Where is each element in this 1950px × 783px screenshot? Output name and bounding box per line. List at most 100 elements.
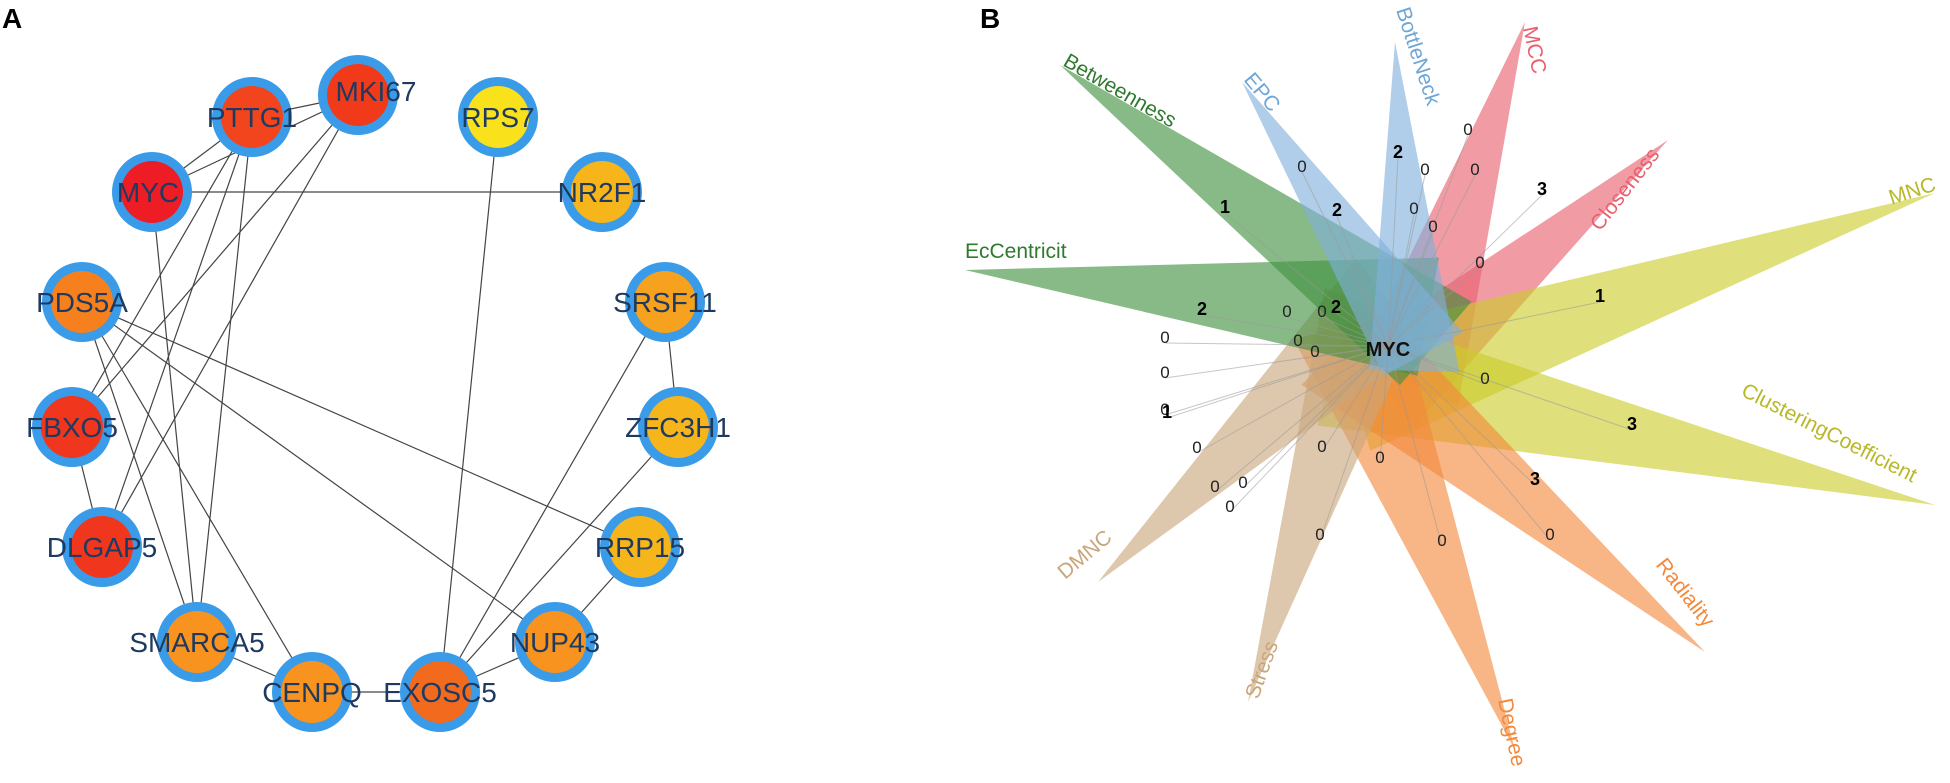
flower-number: 3 (1537, 179, 1547, 199)
flower-center-label: MYC (1366, 339, 1410, 361)
node-label: ZFC3H1 (625, 412, 731, 443)
network-node[interactable]: RPS7 (458, 77, 538, 157)
flower-number: 2 (1197, 299, 1207, 319)
node-core (609, 516, 671, 578)
network-edge (71, 94, 359, 428)
flower-number: 0 (1480, 369, 1489, 388)
network-edge (101, 94, 359, 548)
flower-number: 2 (1331, 297, 1341, 317)
flower-number: 0 (1428, 217, 1437, 236)
network-edge (196, 116, 253, 643)
flower-number: 2 (1332, 200, 1342, 220)
network-node[interactable]: MKI67 (318, 55, 416, 135)
petal-label: EPC (1239, 68, 1284, 116)
network-node[interactable]: EXOSC5 (383, 652, 497, 732)
node-label: MYC (117, 177, 179, 208)
network-node[interactable]: ZFC3H1 (625, 387, 731, 467)
network-node[interactable]: SMARCA5 (129, 602, 265, 682)
flower-number: 0 (1409, 199, 1418, 218)
network-node[interactable]: NR2F1 (558, 152, 647, 232)
flower-number: 0 (1160, 363, 1169, 382)
flower-petals (965, 22, 1935, 750)
network-node[interactable]: PDS5A (36, 262, 128, 342)
flower-number: 0 (1310, 342, 1319, 361)
node-core (467, 86, 529, 148)
network-edge (439, 426, 679, 693)
node-label: RPS7 (461, 102, 534, 133)
network-node[interactable]: NUP43 (510, 602, 600, 682)
flower-number: 0 (1238, 473, 1247, 492)
petal-label: Stress (1241, 638, 1283, 702)
network-edge (101, 116, 253, 548)
network-edge (81, 301, 198, 643)
flower-spoke (1301, 171, 1389, 347)
flower-spoke (1242, 345, 1389, 489)
flower-spoke (1319, 345, 1389, 541)
network-node[interactable]: MYC (112, 152, 192, 232)
flower-spoke (1387, 345, 1536, 486)
flower-spoke (1321, 316, 1389, 347)
flower-spoke (1387, 345, 1486, 385)
network-node[interactable]: RRP15 (595, 507, 685, 587)
flower-number: 0 (1293, 331, 1302, 350)
flower-spoke (1229, 345, 1389, 513)
flower-spoke (1214, 345, 1389, 493)
network-edge (71, 116, 253, 428)
flower-number: 0 (1315, 525, 1324, 544)
node-core (327, 64, 389, 126)
flower-number: 0 (1470, 160, 1479, 179)
flower-spoke (1166, 345, 1389, 419)
node-label: MKI67 (336, 76, 417, 107)
flower-number: 0 (1463, 120, 1472, 139)
network-edge (439, 116, 499, 693)
network-edge (81, 301, 313, 693)
petal-label: Degree (1493, 696, 1530, 768)
node-core (634, 271, 696, 333)
node-core (166, 611, 228, 673)
network-node[interactable]: DLGAP5 (47, 507, 158, 587)
petal-label: EcCentricit (965, 240, 1067, 263)
node-label: PDS5A (36, 287, 128, 318)
flower-number: 0 (1545, 525, 1554, 544)
node-label: FBXO5 (26, 412, 118, 443)
flower-petal (1317, 310, 1935, 505)
flower-spoke (1314, 345, 1389, 358)
petal-label: MNC (1886, 173, 1939, 210)
flower-spoke (1201, 314, 1389, 347)
node-label: CENPQ (262, 677, 362, 708)
flower-petal (1369, 42, 1460, 372)
network-node[interactable]: CENPQ (262, 652, 362, 732)
flower-number: 0 (1317, 437, 1326, 456)
node-label: RRP15 (595, 532, 685, 563)
flower-spoke (1387, 194, 1543, 347)
network-node[interactable]: PTTG1 (207, 77, 297, 157)
flower-number: 0 (1437, 531, 1446, 550)
flower-number: 1 (1595, 286, 1605, 306)
node-label: DLGAP5 (47, 532, 158, 563)
flower-number: 3 (1530, 469, 1540, 489)
flower-spoke (1224, 212, 1389, 347)
node-label: PTTG1 (207, 102, 297, 133)
flower-number: 0 (1297, 157, 1306, 176)
network-edge (81, 301, 641, 548)
network-node[interactable]: FBXO5 (26, 387, 118, 467)
flower-spoke (1387, 174, 1426, 347)
node-label: EXOSC5 (383, 677, 497, 708)
petal-label: MCC (1518, 24, 1550, 76)
node-core (51, 271, 113, 333)
flower-spoke (1387, 345, 1551, 541)
flower-number: 0 (1317, 302, 1326, 321)
flower-spoke (1164, 345, 1389, 416)
node-core (121, 161, 183, 223)
node-label: NR2F1 (558, 177, 647, 208)
flower-spoke (1336, 215, 1389, 347)
flower-number: 1 (1162, 402, 1172, 422)
flower-number: 0 (1160, 328, 1169, 347)
network-node[interactable]: SRSF11 (613, 262, 717, 342)
node-core (409, 661, 471, 723)
flower-lines (1164, 134, 1633, 547)
